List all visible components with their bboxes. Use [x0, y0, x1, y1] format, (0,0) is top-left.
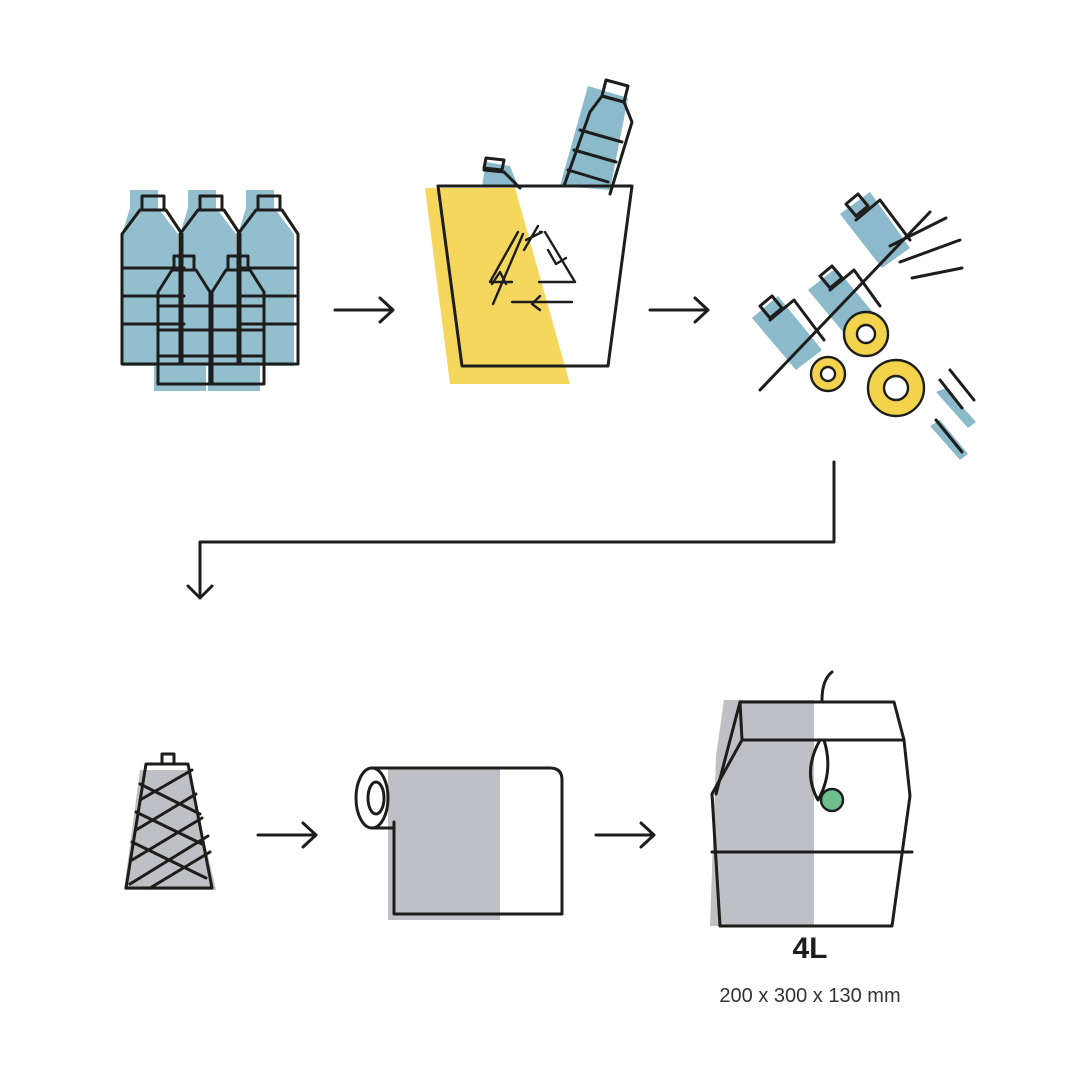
paper-bag-icon: [710, 670, 914, 928]
arrow-right-icon: [648, 296, 710, 324]
arrow-right-icon: [594, 821, 656, 849]
bag-volume-label: 4L: [792, 932, 828, 965]
shredding-machine-icon: [752, 192, 976, 460]
connector-arrow: [186, 460, 836, 600]
yarn-spool-icon: [124, 752, 216, 890]
arrow-right-icon: [256, 821, 318, 849]
bag-button-icon: [819, 787, 845, 813]
arrow-right-icon: [333, 296, 395, 324]
fabric-roll-icon: [354, 766, 564, 920]
recycling-bin-icon: [425, 78, 634, 384]
plastic-bottles-icon: [120, 190, 300, 391]
bag-dimensions-label: 200 x 300 x 130 mm: [719, 985, 901, 1007]
